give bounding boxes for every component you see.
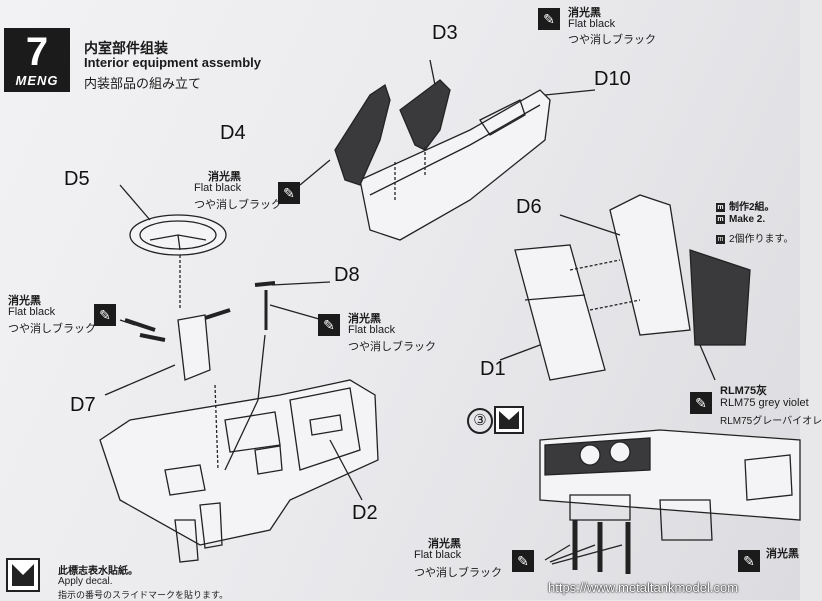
decal-note-cn: 此標志表水貼紙。	[58, 566, 138, 577]
marker-icon: m	[716, 234, 725, 244]
marker-icon: m	[716, 202, 725, 212]
paint-en: Flat black	[194, 182, 242, 194]
seat-cushion	[689, 249, 751, 346]
title-japanese: 内装部品の組み立て	[84, 76, 202, 91]
paint-jp: つや消しブラック	[414, 567, 502, 579]
paint-rlm75-jp: RLM75グレーバイオレ	[720, 416, 822, 427]
title-chinese: 内室部件组装	[84, 40, 168, 56]
brush-icon: ✎	[738, 550, 760, 572]
paint-cn: 消光黑	[348, 313, 381, 325]
sub-step-number: ③	[467, 408, 493, 434]
part-label-d7: D7	[70, 394, 96, 416]
step-badge: 7 MENG	[4, 28, 70, 92]
seat-back-d6	[609, 194, 691, 336]
paint-en: Flat black	[8, 306, 56, 318]
part-label-d6: D6	[516, 196, 542, 218]
brush-icon: ✎	[538, 8, 560, 30]
paint-en: Flat black	[348, 324, 396, 336]
boot-d4	[334, 83, 391, 186]
dashboard-d2	[99, 379, 379, 546]
assembly-drawing	[99, 59, 801, 574]
marker-icon: m	[716, 214, 725, 224]
paint-cn: 消光黑	[568, 7, 601, 19]
brand-logo: MENG	[15, 73, 59, 88]
paint-jp: つや消しブラック	[194, 199, 282, 211]
part-label-d1: D1	[480, 358, 506, 380]
paint-cn: 消光黑	[428, 538, 461, 550]
brush-icon: ✎	[318, 314, 340, 336]
part-label-d2: D2	[352, 502, 378, 524]
paint-jp: つや消しブラック	[348, 341, 436, 353]
part-label-d5: D5	[64, 168, 90, 190]
decal-icon	[6, 558, 40, 592]
seat-panel-d1	[514, 244, 606, 381]
paint-jp: つや消しブラック	[568, 34, 656, 46]
paint-en: Flat black	[568, 18, 616, 30]
title-english: Interior equipment assembly	[84, 55, 261, 70]
decal-note-en: Apply decal.	[58, 576, 113, 587]
watermark-url: https://www.metaltankmodel.com	[548, 580, 739, 595]
paint-cn: 消光黑	[766, 548, 799, 560]
paint-en: Flat black	[414, 549, 462, 561]
paint-cn: 消光黑	[8, 295, 41, 307]
step-number: 7	[25, 30, 49, 74]
brush-icon: ✎	[278, 182, 300, 204]
column-d7	[177, 314, 211, 381]
paint-jp: つや消しブラック	[8, 323, 96, 335]
decal-note-jp: 指示の番号のスライドマークを貼ります。	[58, 590, 229, 600]
part-label-d10: D10	[594, 68, 631, 90]
decal-icon	[494, 406, 524, 434]
paint-cn: 消光黑	[208, 171, 241, 183]
part-label-d3: D3	[432, 22, 458, 44]
brush-icon: ✎	[94, 304, 116, 326]
part-label-d4: D4	[220, 122, 246, 144]
paint-rlm75-en: RLM75 grey violet	[720, 397, 809, 409]
brush-icon: ✎	[690, 392, 712, 414]
part-label-d8: D8	[334, 264, 360, 286]
brush-icon: ✎	[512, 550, 534, 572]
boot-d3	[399, 79, 451, 151]
paint-rlm75-cn: RLM75灰	[720, 385, 768, 397]
